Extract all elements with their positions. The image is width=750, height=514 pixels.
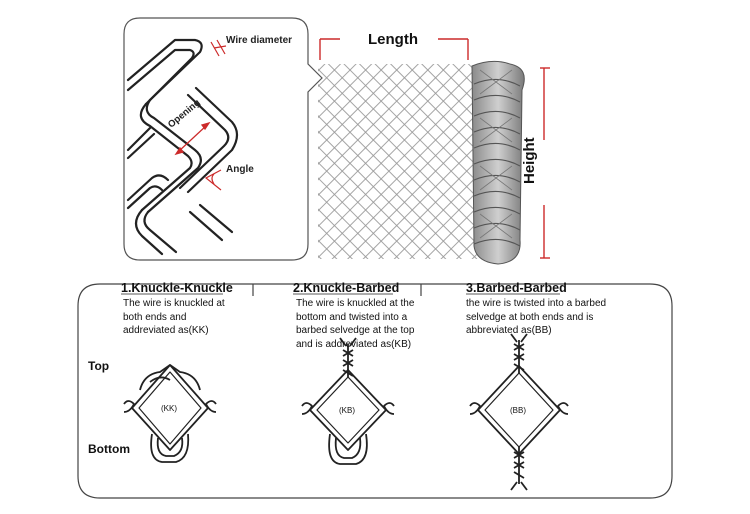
code-bb: (BB) [510,406,526,415]
detail-wire-links [126,38,239,256]
fence-roll [471,60,525,265]
length-label: Length [368,31,418,48]
height-label: Height [521,137,538,184]
type-title-kb: 2.Knuckle-Barbed [293,281,400,295]
type-desc-bb: the wire is twisted into a barbed selved… [466,298,607,336]
code-kk: (KK) [161,404,177,413]
type-desc-kk: The wire is knuckled at both ends and ad… [123,298,225,336]
wire-diameter-label: Wire diameter [226,35,293,46]
mesh-panel [318,64,484,259]
bb-diamond [469,333,569,491]
height-dimension-line [540,67,550,259]
length-dimension-line [319,38,469,60]
top-label: Top [88,359,110,373]
code-kb: (KB) [339,406,355,415]
type-title-kk: 1.Knuckle-Knuckle [121,281,233,295]
angle-label: Angle [226,164,254,175]
kk-diamond [123,364,217,463]
type-desc-kb: The wire is knuckled at the bottom and t… [296,298,415,350]
kb-diamond [301,337,395,465]
opening-arrow [174,121,211,156]
wire-diameter-marker [210,39,227,57]
angle-marker [204,169,222,191]
bottom-label: Bottom [88,442,130,456]
type-title-bb: 3.Barbed-Barbed [466,281,567,295]
